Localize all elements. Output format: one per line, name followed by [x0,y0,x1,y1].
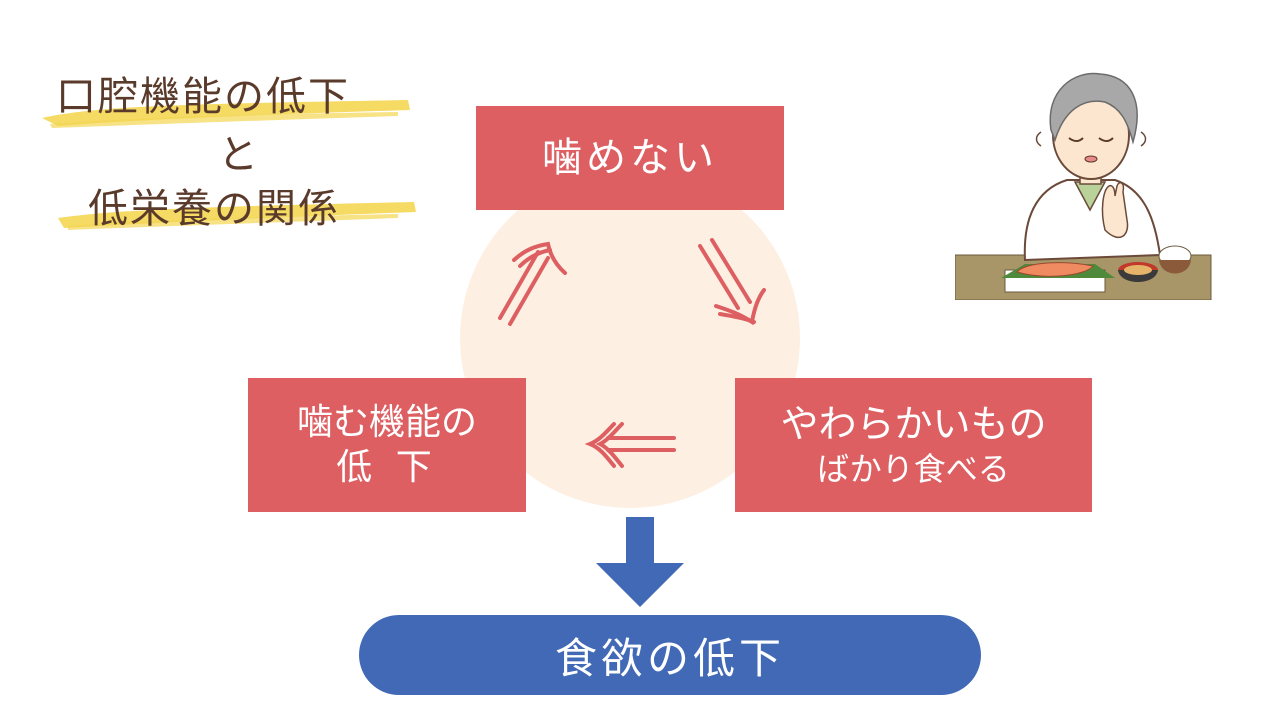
highlighter-stroke-1 [42,100,410,128]
arrow-down-icon [596,517,684,607]
cycle-box-cannot-chew-label: 噛めない [542,135,718,181]
cycle-box-cannot-chew: 噛めない [476,106,784,210]
cycle-box-soft-food-only: やわらかいもの ばかり食べる [735,378,1092,512]
result-appetite-decline: 食欲の低下 [359,615,981,695]
elderly-woman-illustration [955,72,1212,300]
cycle-box-soft-food-only-line2: ばかり食べる [817,449,1010,488]
result-appetite-decline-label: 食欲の低下 [554,633,785,683]
highlighter-stroke-2 [58,202,416,230]
title-line-2: と [218,132,260,178]
title-block: 口腔機能の低下 と 低栄養の関係 [42,58,428,248]
title-line-1: 口腔機能の低下 [56,74,350,120]
title-line-3: 低栄養の関係 [88,186,340,232]
cycle-box-chewing-decline: 噛む機能の 低 下 [248,378,526,512]
cycle-box-chewing-decline-line1: 噛む機能の [296,402,477,443]
cycle-box-soft-food-only-line1: やわらかいもの [780,402,1047,447]
cycle-box-chewing-decline-line2: 低 下 [336,447,438,488]
